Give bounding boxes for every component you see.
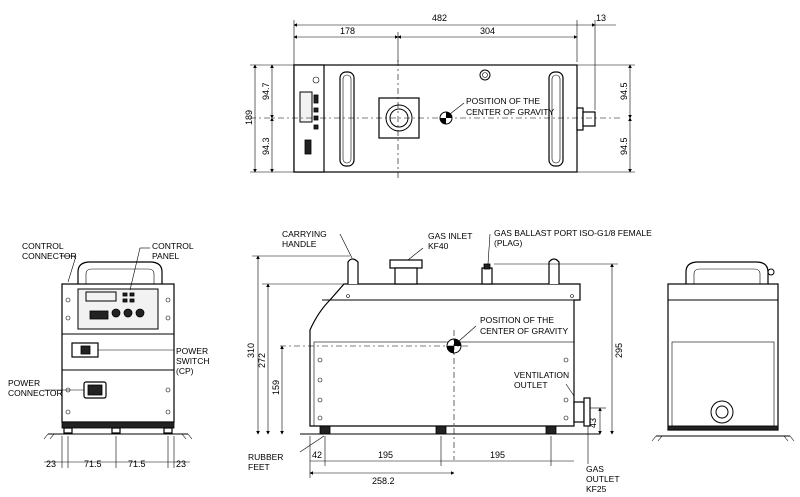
- dim-94-5-upper: 94.5: [619, 82, 629, 100]
- dim-482: 482: [432, 13, 447, 23]
- front-power-switch-3: (CP): [176, 366, 194, 376]
- side-rubber-foot-mid: [435, 425, 447, 435]
- front-dim-23-left: 23: [46, 459, 56, 469]
- top-body: [293, 64, 578, 173]
- side-cog-label-2: CENTER OF GRAVITY: [480, 326, 568, 336]
- rear-view: [651, 261, 795, 442]
- dim-13: 13: [596, 13, 606, 23]
- dim-94-3: 94.3: [261, 137, 271, 155]
- side-handle-left: [347, 258, 359, 284]
- front-power-connector-2: CONNECTOR: [8, 388, 63, 398]
- front-control-panel-1: CONTROL: [152, 241, 194, 251]
- side-gas-inlet-2: KF40: [428, 241, 449, 251]
- side-gas-inlet-1: GAS INLET: [428, 231, 472, 241]
- front-control-connector-1: CONTROL: [22, 241, 64, 251]
- side-rubber-1: RUBBER: [248, 452, 283, 462]
- top-cog-label-1: POSITION OF THE: [466, 96, 540, 106]
- side-dim-195-left: 195: [378, 450, 393, 460]
- dim-94-5-lower: 94.5: [619, 137, 629, 155]
- side-carrying-2: HANDLE: [282, 239, 317, 249]
- side-rubber-2: FEET: [248, 462, 270, 472]
- side-dim-195-right: 195: [490, 450, 505, 460]
- side-handle-right: [548, 258, 560, 284]
- side-rubber-foot-left: [319, 425, 331, 435]
- front-dim-71-5-right: 71.5: [128, 459, 146, 469]
- side-gas-outlet-3: KF25: [586, 484, 607, 494]
- front-power-switch-2: SWITCH: [176, 356, 210, 366]
- side-vent-2: OUTLET: [514, 380, 548, 390]
- top-cog-label-2: CENTER OF GRAVITY: [466, 107, 554, 117]
- side-dim-42: 42: [312, 450, 322, 460]
- side-gas-inlet: [389, 259, 423, 269]
- side-gas-outlet-1: GAS: [586, 464, 604, 474]
- side-ballast-1: GAS BALLAST PORT ISO-G1/8 FEMALE: [494, 228, 652, 238]
- dim-304: 304: [480, 26, 495, 36]
- side-body: [309, 283, 581, 427]
- rear-handle: [685, 261, 769, 284]
- side-vent-1: VENTILATION: [514, 370, 569, 380]
- front-control-connector-2: CONNECTOR: [22, 251, 77, 261]
- dim-189: 189: [244, 110, 254, 125]
- side-cog-label-1: POSITION OF THE: [480, 315, 554, 325]
- top-outlet-flange: [576, 107, 584, 131]
- side-dim-159: 159: [271, 380, 281, 395]
- top-cog-symbol: [439, 111, 453, 125]
- side-gas-outlet-2: OUTLET: [586, 474, 620, 484]
- side-dim-43: 43: [588, 418, 598, 428]
- dim-94-7: 94.7: [261, 82, 271, 100]
- rear-outlet: [710, 400, 734, 424]
- side-rubber-foot-right: [545, 425, 557, 435]
- side-dim-258-2: 258.2: [372, 476, 395, 486]
- side-carrying-1: CARRYING: [282, 229, 327, 239]
- dim-178: 178: [340, 26, 355, 36]
- top-view: 482 13 178 304 189 94.7 94.3 94.5 94.5: [244, 13, 635, 180]
- top-handle-right: [548, 71, 564, 167]
- side-view: POSITION OF THE CENTER OF GRAVITY 310 27…: [246, 228, 652, 494]
- front-handle: [77, 261, 163, 284]
- front-power-connector-1: POWER: [8, 378, 40, 388]
- top-ballast-port: [479, 69, 491, 81]
- side-dim-272: 272: [257, 353, 267, 368]
- top-handle-left: [339, 71, 355, 167]
- front-power-switch-1: POWER: [176, 346, 208, 356]
- side-ballast-port: [481, 267, 493, 285]
- front-dim-23-right: 23: [176, 459, 186, 469]
- side-dim-295: 295: [614, 343, 624, 358]
- rear-body: [667, 283, 779, 431]
- side-ballast-2: (PLAG): [494, 238, 523, 248]
- side-gas-outlet: [573, 401, 585, 423]
- front-dim-71-5-left: 71.5: [84, 459, 102, 469]
- front-view: 23 71.5 71.5 23 CONTROL CONNECTOR CONTRO…: [8, 241, 210, 469]
- side-dim-310: 310: [246, 343, 256, 358]
- front-base-grill: [61, 421, 175, 429]
- front-control-panel-2: PANEL: [152, 251, 180, 261]
